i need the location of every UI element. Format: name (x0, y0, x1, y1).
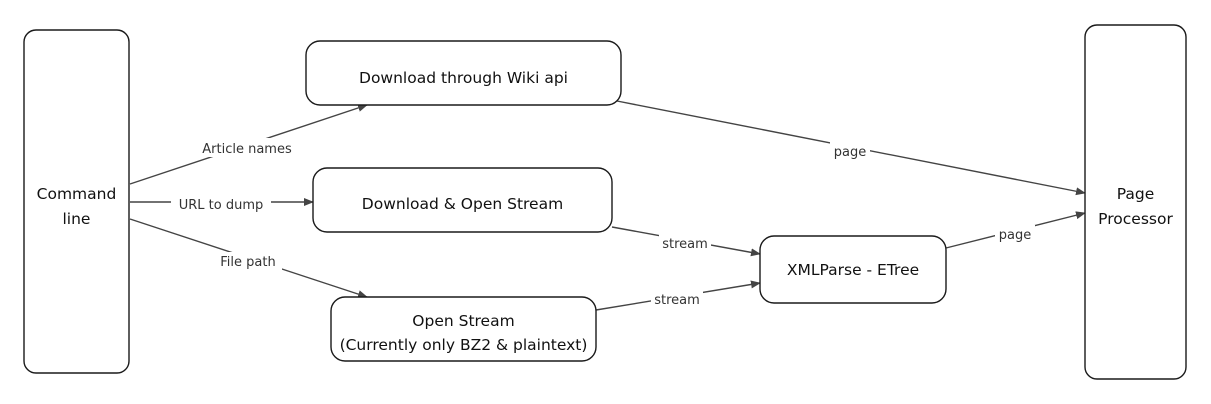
node-open-stream-label-2: (Currently only BZ2 & plaintext) (340, 336, 588, 354)
edge-page-1: page (616, 100, 1086, 196)
node-download-stream: Download & Open Stream (312, 167, 613, 233)
node-wiki-api-label: Download through Wiki api (359, 69, 568, 87)
edge-label-url-to-dump: URL to dump (179, 198, 264, 213)
node-download-stream-label: Download & Open Stream (362, 195, 563, 213)
node-open-stream: Open Stream (Currently only BZ2 & plaint… (330, 296, 597, 362)
edge-label-stream-1: stream (662, 237, 708, 252)
node-xml-parse: XMLParse - ETree (759, 235, 947, 304)
edge-url-to-dump: URL to dump (130, 194, 314, 213)
node-wiki-api: Download through Wiki api (305, 40, 622, 106)
node-page-processor-label-2: Processor (1098, 210, 1173, 228)
node-command-line: Command line (23, 29, 130, 374)
edge-file-path: File path (129, 218, 368, 298)
edge-label-page-1: page (834, 145, 866, 160)
node-xml-parse-label: XMLParse - ETree (787, 261, 919, 279)
edge-label-page-2: page (999, 228, 1031, 243)
edges: Article names URL to dump File path stre… (129, 100, 1086, 311)
node-page-processor: Page Processor (1084, 24, 1187, 380)
node-command-line-label-1: Command (37, 185, 117, 203)
node-page-processor-label-1: Page (1117, 185, 1155, 203)
edge-stream-2: stream (595, 280, 761, 311)
edge-label-article-names: Article names (202, 142, 292, 157)
edge-label-file-path: File path (220, 255, 275, 270)
nodes: Command line Download through Wiki api D… (23, 24, 1187, 380)
edge-label-stream-2: stream (654, 293, 700, 308)
node-command-line-label-2: line (63, 210, 91, 228)
edge-stream-1: stream (611, 226, 761, 257)
node-open-stream-label-1: Open Stream (412, 312, 514, 330)
edge-article-names: Article names (129, 104, 368, 185)
edge-page-2: page (945, 211, 1086, 249)
